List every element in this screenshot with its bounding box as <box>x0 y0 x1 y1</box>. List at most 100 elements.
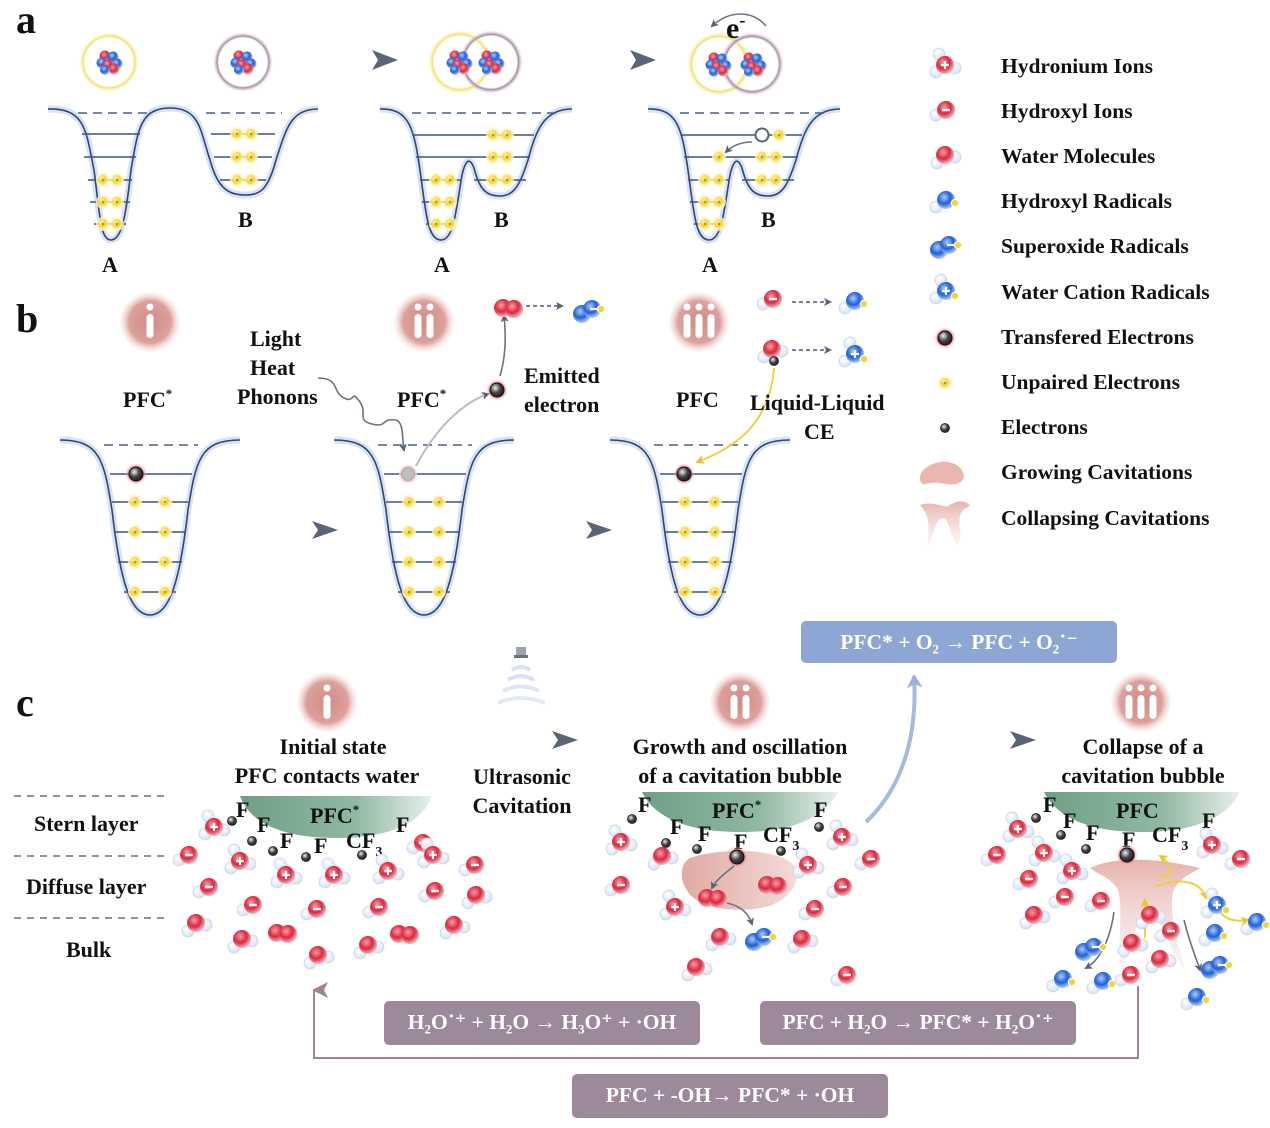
hydroxyl-radical-icon <box>929 190 960 214</box>
svg-text:CF3: CF3 <box>1152 822 1188 854</box>
equation-water-cation-box: H₂O˙⁺ + H₂O → H₃O⁺ + ·OH <box>384 1001 700 1045</box>
stage-iii-title-line2: cavitation bubble <box>1061 763 1224 788</box>
potential-well-a-b-contact: A B <box>379 105 573 277</box>
collapsing-cavitation-bubble <box>1090 859 1200 978</box>
svg-text:F: F <box>314 833 327 858</box>
arrow-head-icon <box>312 521 338 539</box>
svg-text:F: F <box>1086 820 1099 845</box>
svg-text:F: F <box>814 797 827 822</box>
arrow-head-icon <box>372 50 398 70</box>
svg-text:F: F <box>1063 808 1076 833</box>
equation-pfc-water-box: PFC + H₂O → PFC* + H₂O˙⁺ <box>760 1001 1076 1045</box>
stage-label-pfc-excited: PFC* <box>397 386 446 412</box>
stage-badge-ii <box>710 672 770 732</box>
equation-pfc-hydroxyl-box: PFC + -OH→ PFC* + ·OH <box>572 1074 888 1118</box>
energy-source-phonons: Phonons <box>237 384 318 409</box>
legend-label: Hydroxyl Radicals <box>1001 189 1172 213</box>
atoms-overlapping <box>428 30 523 94</box>
emission-arrow <box>415 392 490 467</box>
well-label-b: B <box>761 207 776 232</box>
legend-label: Electrons <box>1001 415 1088 439</box>
svg-text:F: F <box>1202 808 1215 833</box>
superoxide-pathway-arrow <box>864 674 923 824</box>
svg-text:F: F <box>1043 792 1056 817</box>
liquid-liquid-ce-arrow <box>695 367 775 464</box>
stage-badge-i <box>120 292 180 352</box>
hydroxyl-ion-icon <box>755 288 784 312</box>
hole-icon <box>754 127 770 143</box>
legend-label: Superoxide Radicals <box>1001 234 1189 258</box>
equation-superoxide-box: PFC* + O₂ → PFC + O₂˙⁻ <box>801 621 1117 663</box>
energy-source-heat: Heat <box>250 355 296 380</box>
equation-pfc-water: PFC + H₂O → PFC* + H₂O˙⁺ <box>783 1010 1054 1034</box>
well-label-b: B <box>238 207 253 232</box>
legend: Hydronium Ions Hydroxyl Ions Water Molec… <box>920 46 1210 548</box>
panel-c-letter: c <box>16 680 34 725</box>
energy-source-light: Light <box>250 326 302 351</box>
equation-superoxide: PFC* + O₂ → PFC + O₂˙⁻ <box>840 630 1077 654</box>
panel-c: c Stern layer Diffuse layer Bulk Initial… <box>14 621 1270 1118</box>
panel-a-letter: a <box>16 0 36 42</box>
legend-label: Unpaired Electrons <box>1001 370 1180 394</box>
water-molecule-icon <box>930 145 962 170</box>
layer-label-stern: Stern layer <box>34 811 139 836</box>
legend-label: Collapsing Cavitations <box>1001 506 1209 530</box>
potential-well-a-b-transfer: A B <box>647 105 841 277</box>
vacated-electron-icon <box>401 467 415 481</box>
electron-icon <box>769 356 779 366</box>
svg-text:F: F <box>698 821 711 846</box>
well-label-a: A <box>434 252 450 277</box>
ultrasonic-transducer-icon <box>497 647 546 705</box>
stage-label-pfc: PFC <box>676 387 719 412</box>
legend-label: Water Molecules <box>1001 144 1155 168</box>
atom-a-isolated <box>79 32 139 92</box>
collapsing-cavitation-icon <box>920 501 970 548</box>
well-label-b: B <box>494 207 509 232</box>
electron-transfer-arrow <box>710 13 767 28</box>
transferred-electron-icon <box>933 326 957 350</box>
svg-text:F: F <box>396 812 409 837</box>
oxygen-molecule-icon <box>494 299 523 318</box>
legend-label: Transfered Electrons <box>1001 325 1194 349</box>
well-label-a: A <box>702 252 718 277</box>
legend-label: Growing Cavitations <box>1001 460 1192 484</box>
stage-i-title-line2: PFC contacts water <box>235 763 420 788</box>
transferred-electron-icon <box>725 845 749 869</box>
equation-pfc-hydroxyl: PFC + -OH→ PFC* + ·OH <box>606 1083 855 1107</box>
hydroxyl-radical-icon <box>838 291 869 315</box>
svg-text:CF3: CF3 <box>346 828 382 860</box>
svg-text:F: F <box>236 797 249 822</box>
electron-icon <box>940 423 950 433</box>
growing-cavitation-icon <box>920 461 964 485</box>
panel-b: b PFC* PFC* PFC Light Heat Phonons <box>16 288 885 619</box>
stage-i-title-line1: Initial state <box>280 734 387 759</box>
transferred-electron-icon <box>1115 843 1139 867</box>
superoxide-radical-icon <box>928 234 963 261</box>
legend-label: Water Cation Radicals <box>1001 280 1210 304</box>
energy-well-stage-ii <box>333 392 515 619</box>
pfc-droplet-stage-iii: PFC <box>1044 792 1240 832</box>
arrow-head-icon <box>1010 731 1036 749</box>
ultrasonic-label-line1: Ultrasonic <box>473 764 571 789</box>
pfc-label: PFC* <box>310 802 359 828</box>
wavy-energy-arrow <box>317 377 407 452</box>
ce-label-line2: CE <box>804 419 835 444</box>
stage-iii-title-line1: Collapse of a <box>1083 734 1204 759</box>
hydroxyl-ion-icon <box>928 99 957 123</box>
equation-water-cation: H₂O˙⁺ + H₂O → H₃O⁺ + ·OH <box>408 1010 677 1034</box>
unpaired-electron-icon <box>938 376 952 390</box>
superoxide-radical-icon <box>571 298 606 325</box>
stage-ii-title-line2: of a cavitation bubble <box>638 763 842 788</box>
atoms-transfer: e- <box>687 10 784 96</box>
feedback-loop-arrow <box>312 982 1139 1059</box>
fluorine-atoms-stage-i: F F F F CF3 F <box>227 797 409 862</box>
svg-text:F: F <box>257 812 270 837</box>
pfc-droplet-stage-ii: PFC* <box>642 792 838 832</box>
arrow-head-icon <box>586 521 612 539</box>
svg-text:F: F <box>280 828 293 853</box>
svg-text:F: F <box>638 792 651 817</box>
emitted-label-line2: electron <box>524 392 599 417</box>
water-cation-radical-icon <box>928 272 960 306</box>
ultrasonic-label-line2: Cavitation <box>473 793 572 818</box>
